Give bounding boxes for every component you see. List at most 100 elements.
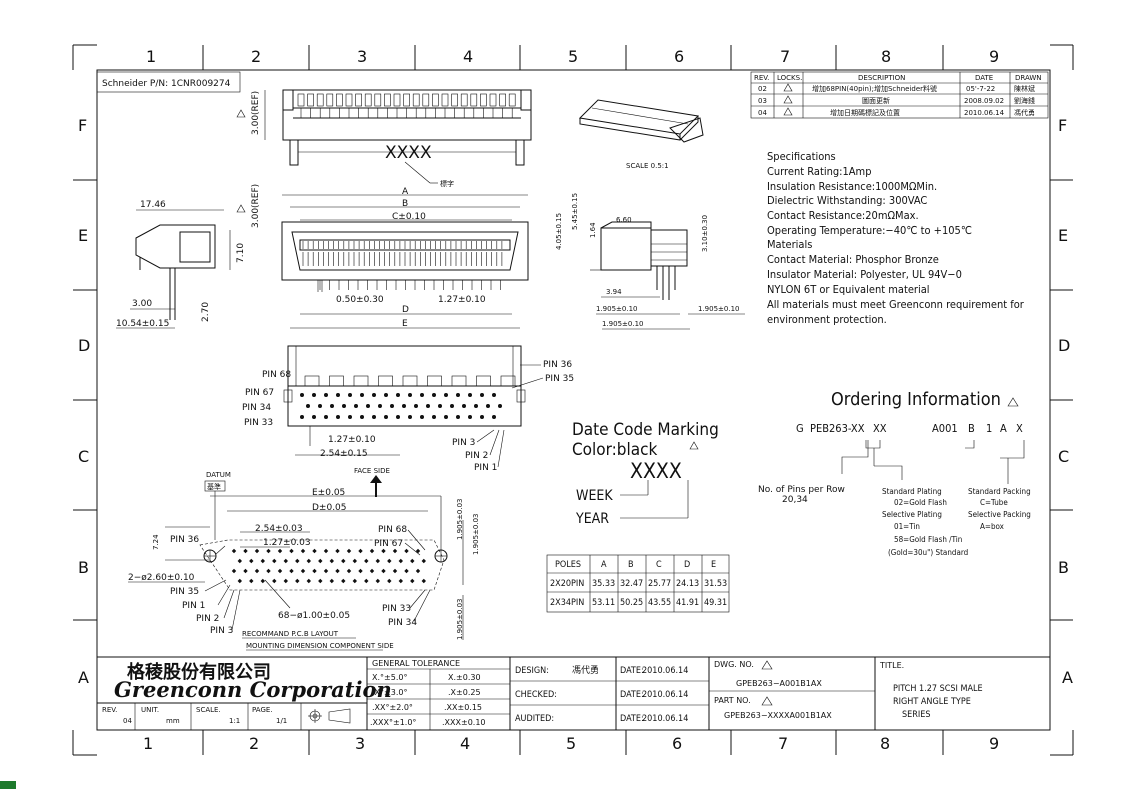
ordering-code: B xyxy=(968,422,975,435)
rev-label: REV. xyxy=(102,706,117,714)
pin-view-dot xyxy=(474,404,478,408)
pin-label: PIN 2 xyxy=(465,451,488,461)
right-dim: 3.94 xyxy=(606,288,622,296)
top-view: 3.00(REF) XXXX 標字 xyxy=(236,89,532,188)
row-label: D xyxy=(78,336,90,355)
pin-view-dot xyxy=(498,404,502,408)
right-dim: 1.64 xyxy=(589,222,597,238)
side-dim: 10.54±0.15 xyxy=(116,319,169,329)
front-dim: 1.27±0.10 xyxy=(438,295,486,305)
title-block: 格稜股份有限公司 Greenconn Corporation REV. 04 U… xyxy=(97,656,1050,730)
pcb-hole xyxy=(318,578,323,584)
pcb-hole xyxy=(260,578,266,584)
pcb-dim: 1.905±0.03 xyxy=(456,599,464,641)
col-label: 6 xyxy=(674,47,684,66)
pcb-hole xyxy=(300,548,306,554)
rev-cell: 馮代勇 xyxy=(1014,108,1035,117)
pin-view-dot xyxy=(330,404,334,408)
pcb-hole xyxy=(243,548,248,554)
pin-view-dot xyxy=(426,404,430,408)
rev-header: DESCRIPTION xyxy=(858,74,905,82)
poles-header: E xyxy=(711,560,716,570)
front-dim-a: A xyxy=(402,187,409,197)
revision-table: REV. LOCKS. DESCRIPTION DATE DRAWN 02 增加… xyxy=(750,71,1049,119)
column-labels-top: 1 2 3 4 5 6 7 8 9 xyxy=(146,47,999,66)
side-dim: 17.46 xyxy=(140,200,166,210)
tol-cell: .XX°±2.0° xyxy=(372,703,413,712)
poles-cell: 43.55 xyxy=(648,598,671,608)
title-label: TITLE. xyxy=(879,661,904,670)
pcb-dim: 1.27±0.03 xyxy=(263,538,311,548)
pcb-hole xyxy=(231,568,237,574)
pcb-hole-dim: 2−ø2.60±0.10 xyxy=(128,573,195,583)
ordering-pins-vals: 20,34 xyxy=(782,495,808,505)
ordering-code: A xyxy=(1000,422,1007,435)
pcb-hole xyxy=(323,548,329,554)
top-contact xyxy=(451,93,458,107)
ordering-plating: 01=Tin xyxy=(894,522,920,531)
pin-view-dot xyxy=(318,404,322,408)
col-label: 2 xyxy=(249,734,259,753)
part-no-label: PART NO. xyxy=(714,696,751,705)
pin-view-dot xyxy=(408,415,412,419)
unit-value: mm xyxy=(166,717,180,725)
pcb-hole xyxy=(358,568,363,574)
pcb-hole xyxy=(295,578,300,584)
row-label: E xyxy=(78,226,88,245)
pin-view-block xyxy=(304,375,320,387)
col-label: 5 xyxy=(566,734,576,753)
col-label: 5 xyxy=(568,47,578,66)
pin-view-dot xyxy=(312,415,316,419)
marking-note: 標字 xyxy=(440,179,454,188)
pcb-hole xyxy=(237,578,242,584)
row-label: B xyxy=(1058,558,1069,577)
pin-view-dot xyxy=(396,393,400,397)
ordering-packing: Selective Packing xyxy=(968,510,1031,519)
pcb-caption: MOUNTING DIMENSION COMPONENT SIDE xyxy=(246,642,394,650)
pcb-hole xyxy=(369,548,375,554)
pcb-hole xyxy=(335,568,340,574)
date-code-text: XXXX xyxy=(630,459,682,483)
pin-view-dot xyxy=(348,415,352,419)
poles-header: D xyxy=(684,560,690,570)
col-label: 3 xyxy=(357,47,367,66)
ordering-code: G xyxy=(796,422,804,435)
pcb-hole xyxy=(283,578,289,584)
frame xyxy=(72,44,1074,756)
pcb-hole xyxy=(329,558,335,564)
pcb-caption: RECOMMAND P.C.B LAYOUT xyxy=(242,630,339,638)
title-line: PITCH 1.27 SCSI MALE xyxy=(893,684,983,694)
top-ref-dim: 3.00(REF) xyxy=(251,91,261,135)
top-contact xyxy=(374,93,382,107)
tol-cell: X.°±5.0° xyxy=(372,673,407,682)
pin-view-dot xyxy=(420,415,424,419)
ordering-packing: Standard Packing xyxy=(968,487,1031,496)
pcb-hole xyxy=(341,578,346,584)
poles-cell: 41.91 xyxy=(676,598,699,608)
rev-header: REV. xyxy=(754,74,769,82)
pcb-hole xyxy=(237,558,242,564)
poles-cell: 2X34PIN xyxy=(550,598,584,608)
col-label: 3 xyxy=(355,734,365,753)
top-contact xyxy=(355,93,362,107)
top-contact xyxy=(489,93,497,107)
top-contact xyxy=(403,93,410,107)
pin-view-dot xyxy=(390,404,394,408)
pcb-pin-label: PIN 36 xyxy=(170,535,199,545)
front-dim: 0.50±0.30 xyxy=(336,295,384,305)
row-labels: F E D C B A F E D C B A xyxy=(78,116,1073,687)
date-code-year: YEAR xyxy=(575,511,609,527)
ordering-plating: 58=Gold Flash /Tin xyxy=(894,535,962,544)
side-dim: 2.70 xyxy=(201,302,211,322)
date-code-week: WEEK xyxy=(576,488,613,504)
spec-line: environment protection. xyxy=(767,313,887,326)
ordering-title: Ordering Information xyxy=(831,389,1001,410)
pin-view-dot xyxy=(372,393,376,397)
spec-line: Insulator Material: Polyester, UL 94V−0 xyxy=(767,268,962,281)
pin-view-dot xyxy=(492,393,496,397)
col-label: 2 xyxy=(251,47,261,66)
pin-view-dot xyxy=(366,404,370,408)
pin-label: PIN 34 xyxy=(242,403,271,413)
top-contact xyxy=(470,93,478,107)
